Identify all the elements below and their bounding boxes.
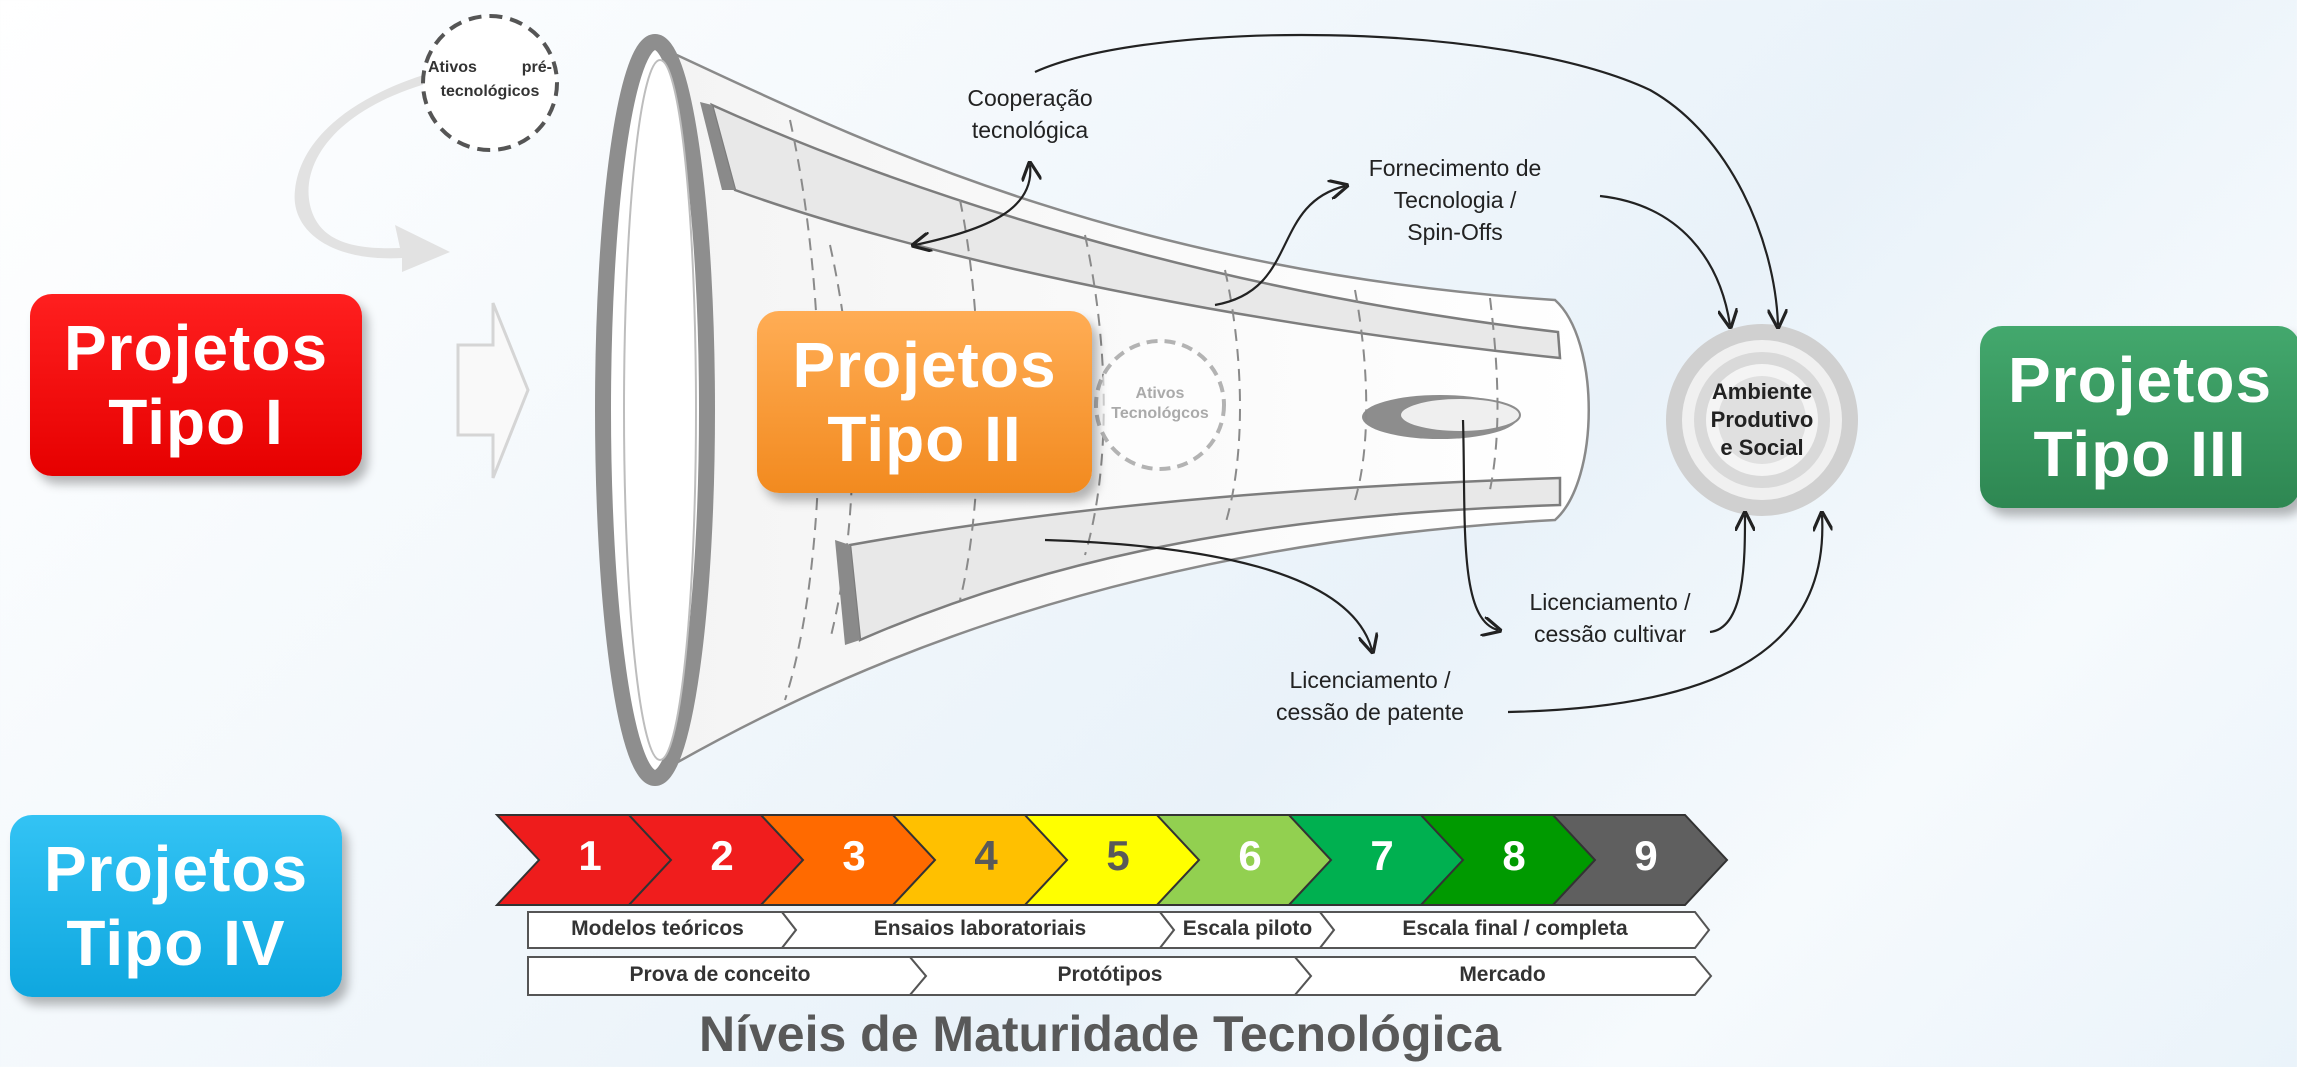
- tipo4-line1: Projetos: [43, 833, 309, 905]
- cooperacao-line1: Cooperação: [967, 85, 1093, 111]
- tech-assets-circle: [1094, 339, 1226, 471]
- lic-cultivar-label: Licenciamento / cessão cultivar: [1500, 586, 1720, 650]
- lic-patente-label: Licenciamento / cessão de patente: [1255, 664, 1485, 728]
- band-mercado: Mercado: [1459, 963, 1546, 986]
- fornecimento-line1: Fornecimento de: [1368, 155, 1542, 181]
- projetos-tipo-3-box: Projetos Tipo III: [1980, 326, 2297, 508]
- ambiente-line2: Produtivo: [1710, 407, 1814, 432]
- band-escala-final: Escala final / completa: [1402, 917, 1628, 940]
- band-modelos-teoricos: Modelos teóricos: [571, 917, 744, 940]
- tech-line1: Ativos: [1135, 385, 1185, 402]
- tipo1-line2: Tipo I: [108, 386, 284, 458]
- tipo2-line2: Tipo II: [827, 403, 1022, 475]
- maturity-title: Níveis de Maturidade Tecnológica: [698, 1006, 1502, 1062]
- band-prova-de-conceito: Prova de conceito: [629, 963, 811, 986]
- tipo3-line2: Tipo III: [2033, 418, 2247, 490]
- projetos-tipo-2-box: Projetos Tipo II: [757, 311, 1092, 493]
- pre-tech-line1b: pré-: [521, 59, 552, 76]
- lic-cultivar-line2: cessão cultivar: [1533, 621, 1687, 647]
- maturity-chevron-9: [1550, 814, 1729, 906]
- pre-tech-assets-circle: [421, 14, 559, 152]
- band-ensaios-laboratoriais: Ensaios laboratoriais: [873, 917, 1087, 940]
- projetos-tipo-1-box: Projetos Tipo I: [30, 294, 362, 476]
- tipo2-line1: Projetos: [792, 329, 1057, 401]
- cooperacao-label: Cooperação tecnológica: [940, 82, 1120, 146]
- fornecimento-label: Fornecimento de Tecnologia / Spin-Offs: [1345, 152, 1565, 248]
- band-prototipos: Protótipos: [1057, 963, 1163, 986]
- fornecimento-line2: Tecnologia /: [1393, 187, 1517, 213]
- fornecimento-line3: Spin-Offs: [1407, 219, 1503, 245]
- band-row-2: [527, 956, 1713, 996]
- tipo3-line1: Projetos: [2007, 344, 2273, 416]
- maturity-level-1: 1: [578, 832, 602, 879]
- maturity-level-4: 4: [974, 832, 998, 879]
- ambiente-line3: e Social: [1720, 435, 1804, 460]
- tech-assets-label: Ativos Tecnológcos: [1100, 384, 1220, 424]
- maturity-level-3: 3: [842, 832, 866, 879]
- curved-recycle-arrow: [294, 70, 450, 272]
- lic-patente-line2: cessão de patente: [1276, 699, 1464, 725]
- maturity-level-5: 5: [1106, 832, 1130, 879]
- pre-tech-line1: Ativos: [428, 59, 477, 76]
- projetos-tipo-4-box: Projetos Tipo IV: [10, 815, 342, 997]
- maturity-chevrons: [494, 814, 1729, 906]
- target-rings: [1666, 324, 1858, 516]
- maturity-level-9: 9: [1634, 832, 1658, 879]
- maturity-level-8: 8: [1502, 832, 1526, 879]
- band-escala-piloto: Escala piloto: [1182, 917, 1313, 940]
- ambiente-label: Ambiente Produtivo e Social: [1672, 378, 1852, 462]
- maturity-level-7: 7: [1370, 832, 1394, 879]
- tipo1-line1: Projetos: [63, 312, 329, 384]
- pre-tech-line2: tecnológicos: [440, 83, 540, 100]
- tipo4-line2: Tipo IV: [66, 907, 286, 979]
- lic-patente-line1: Licenciamento /: [1289, 667, 1451, 693]
- maturity-level-2: 2: [710, 832, 734, 879]
- ambiente-line1: Ambiente: [1711, 379, 1813, 404]
- tech-line2: Tecnológcos: [1111, 405, 1209, 422]
- lic-cultivar-line1: Licenciamento /: [1529, 589, 1691, 615]
- cooperacao-line2: tecnológica: [971, 117, 1089, 143]
- funnel-lower-band: [848, 476, 1562, 642]
- pre-tech-assets-label: Ativos pré- tecnológicos: [428, 56, 552, 104]
- band-row-1: [527, 911, 1711, 949]
- flow-arrows: [915, 33, 1822, 714]
- hollow-entry-arrow: [456, 302, 530, 479]
- maturity-level-6: 6: [1238, 832, 1262, 879]
